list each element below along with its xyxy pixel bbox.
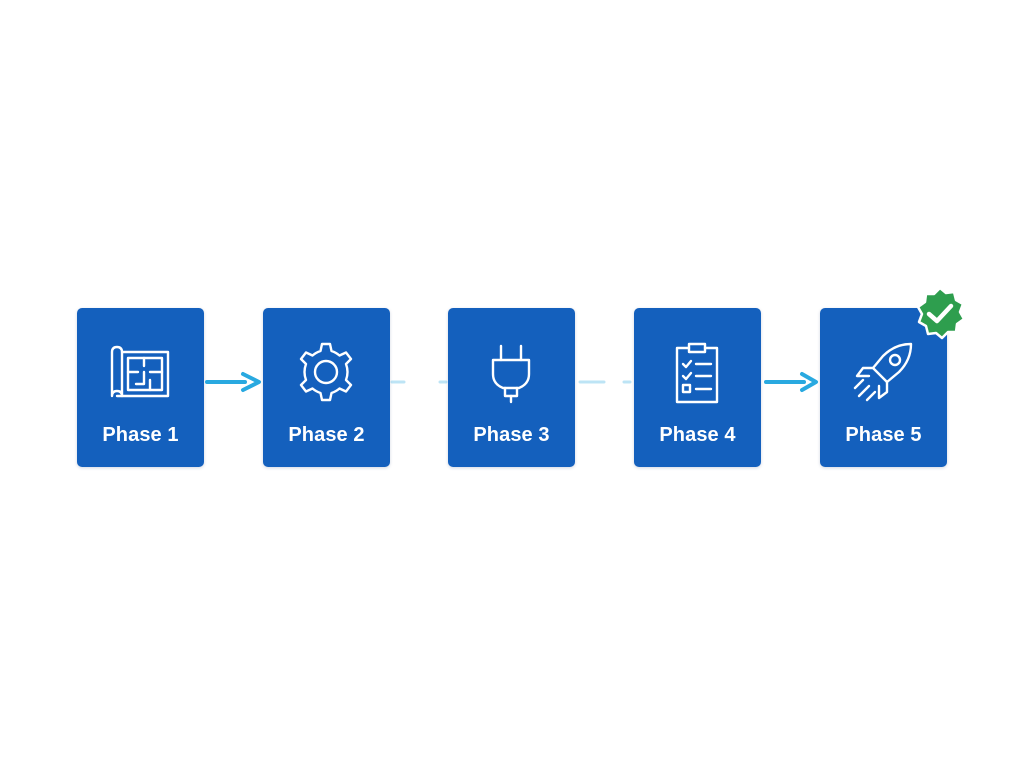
connector-arrow-4-5 <box>762 370 822 394</box>
rocket-icon <box>851 340 915 404</box>
checklist-clipboard-icon <box>665 340 729 404</box>
plug-icon <box>479 340 543 404</box>
gear-icon <box>294 340 358 404</box>
phase-2-card: Phase 2 <box>263 308 390 467</box>
phase-3-card: Phase 3 <box>448 308 575 467</box>
connector-arrow-1-2 <box>205 370 265 394</box>
connector-line-2-3 <box>390 370 450 394</box>
phase-4-label: Phase 4 <box>659 424 736 446</box>
phase-1-card: Phase 1 <box>77 308 204 467</box>
phase-5-label: Phase 5 <box>845 424 922 446</box>
phase-3-label: Phase 3 <box>473 424 550 446</box>
connector-line-3-4 <box>576 370 636 394</box>
phase-2-label: Phase 2 <box>288 424 365 446</box>
phase-4-card: Phase 4 <box>634 308 761 467</box>
phase-1-label: Phase 1 <box>102 424 179 446</box>
blueprint-icon <box>108 340 172 404</box>
check-badge-icon <box>912 286 968 342</box>
phase-5-card: Phase 5 <box>820 308 947 467</box>
